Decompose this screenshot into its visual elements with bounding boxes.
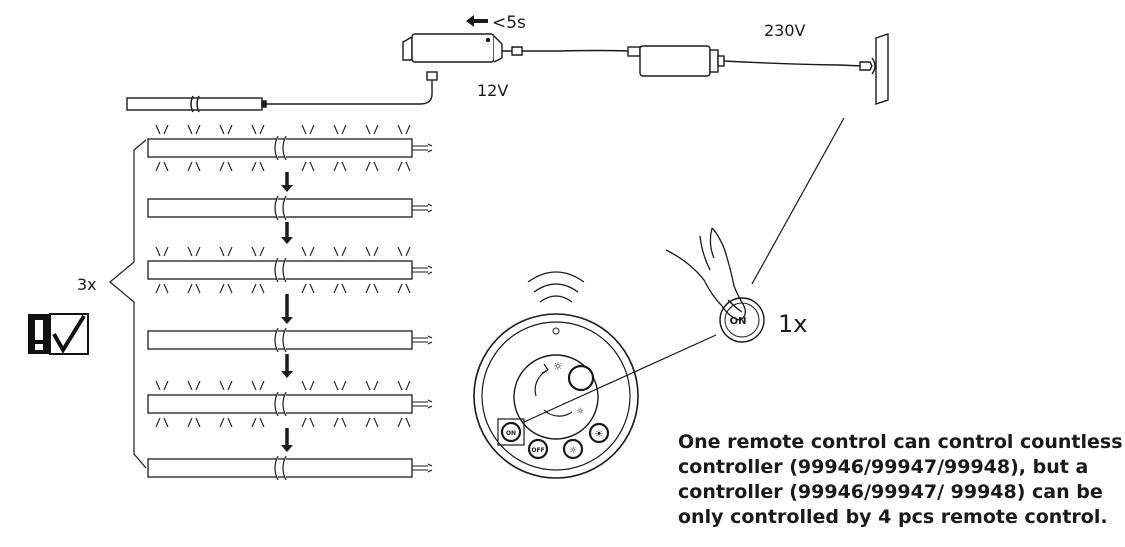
- caption-line: controller (99946/99947/ 99948) can be: [678, 481, 1103, 503]
- wiring-assembly: [126, 15, 889, 113]
- svg-text:☼: ☼: [553, 360, 563, 373]
- led-strip-on: [147, 124, 433, 172]
- pointer-line-on-button: [523, 334, 717, 423]
- finger-on-label: ON: [730, 316, 747, 327]
- finger-press-icon: [665, 227, 765, 343]
- voltage-230v-label: 230V: [764, 21, 806, 40]
- repeat-count-label: 3x: [77, 275, 97, 294]
- controller-box: [402, 33, 503, 81]
- caption-line: controller (99946/99947/99948), but a: [678, 456, 1089, 478]
- dim-down-button[interactable]: ☼: [562, 438, 584, 460]
- off-button[interactable]: OFF: [527, 438, 549, 460]
- down-arrow-icon: [281, 294, 293, 324]
- off-button-label: OFF: [531, 447, 544, 454]
- caption-line: One remote control can control countless: [678, 431, 1123, 453]
- compatibility-note: One remote control can control countless…: [678, 430, 1123, 530]
- svg-text:☼: ☼: [576, 407, 584, 417]
- bright-icon: ☀: [595, 429, 604, 440]
- strip-cable: [266, 78, 433, 105]
- dim-icon: ☼: [569, 446, 577, 456]
- down-arrow-icon: [281, 222, 293, 244]
- remote-control: ☼ ☼ ON OFF ☼ ☀: [473, 271, 639, 479]
- led-strip-on: [147, 246, 433, 294]
- down-arrow-icon: [281, 354, 293, 378]
- on-button[interactable]: ON: [497, 418, 525, 446]
- repeat-bracket: [109, 139, 147, 469]
- wall-socket: [859, 33, 889, 105]
- caption-line: only controlled by 4 pcs remote control.: [678, 506, 1108, 528]
- led-strip-off: [147, 195, 433, 221]
- mains-cable: [723, 60, 863, 67]
- press-time-label: <5s: [492, 13, 526, 33]
- down-arrow-icon: [281, 172, 293, 192]
- dim-up-button[interactable]: ☀: [588, 422, 610, 444]
- led-strip-off: [147, 455, 433, 481]
- down-arrow-icon: [281, 428, 293, 452]
- light-rays-icon: [155, 124, 411, 172]
- top-led-strip: [126, 95, 267, 113]
- voltage-12v-label: 12V: [477, 81, 508, 100]
- led-strip-off: [147, 327, 433, 353]
- brightness-knob[interactable]: [567, 364, 595, 392]
- on-button-label: ON: [506, 430, 516, 437]
- pointer-line-socket: [751, 117, 845, 285]
- led-strip-sequence: [147, 124, 433, 481]
- light-rays-icon: [155, 246, 411, 294]
- power-adapter: [639, 45, 725, 77]
- signal-waves-icon: [527, 271, 585, 303]
- light-rays-icon: [155, 380, 411, 428]
- led-strip-on: [147, 380, 433, 428]
- press-count-label: 1x: [778, 310, 807, 338]
- warning-check-icon: [28, 313, 89, 355]
- low-voltage-cable: [502, 46, 630, 56]
